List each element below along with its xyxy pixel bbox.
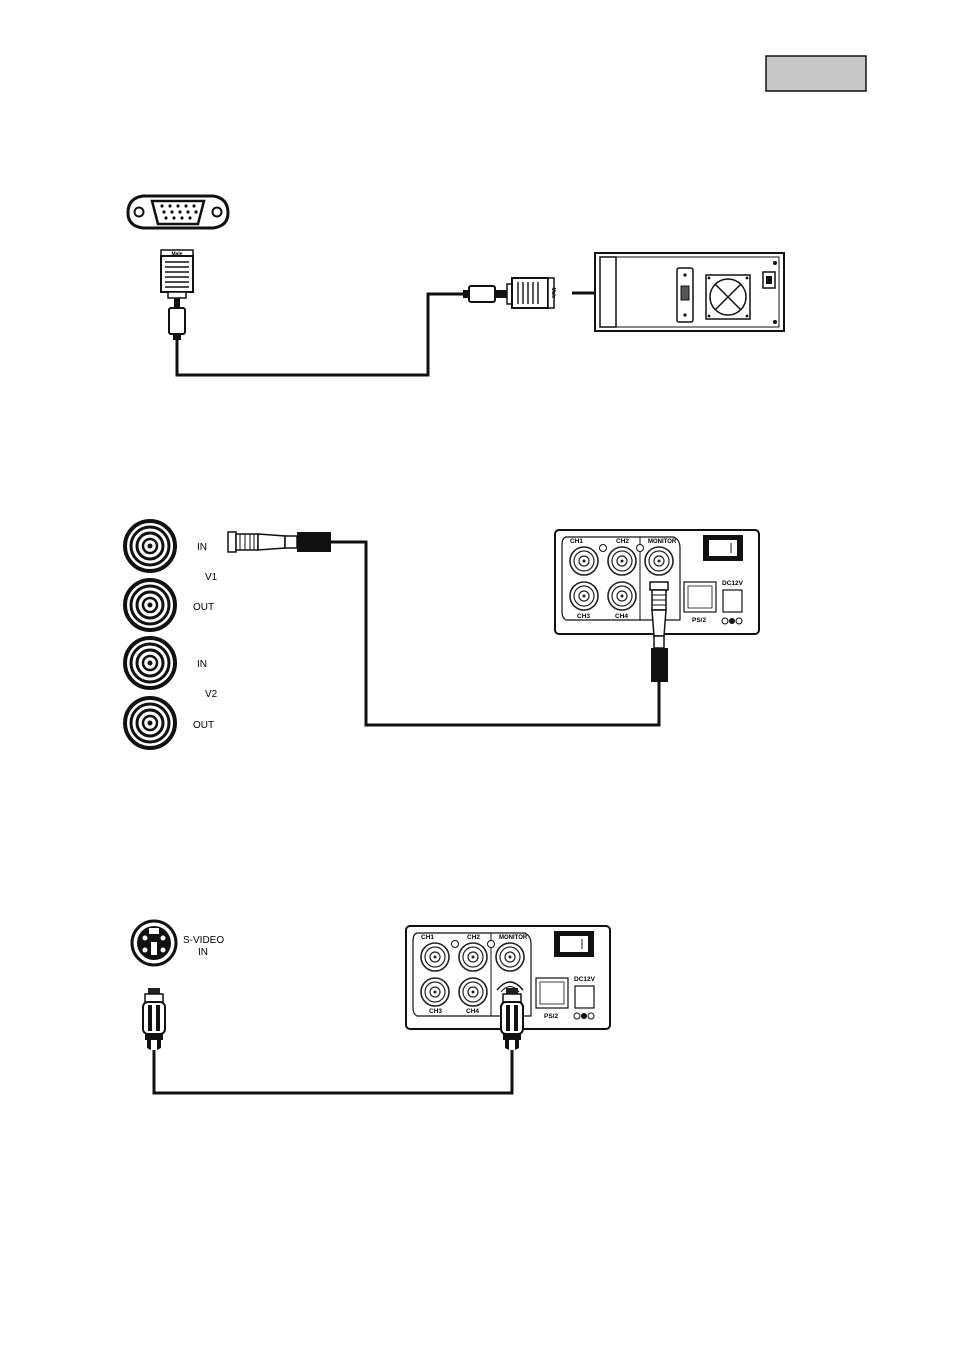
dvr2-label-monitor: MONITOR [499,935,528,941]
power-switch-icon [703,535,743,561]
svideo-label-in: IN [198,947,208,958]
page-tab [766,56,866,91]
dvr-label-ch4: CH4 [615,613,628,620]
dvr-label-monitor: MONITOR [648,539,677,545]
svideo-port-icon [132,921,176,965]
monitor-bnc-ports: IN V1 OUT IN V2 OUT [125,521,218,748]
fan-icon [706,275,750,319]
group-label-v2: V2 [205,689,218,700]
dvr2-label-ch3: CH3 [429,1008,442,1015]
vga-cable [177,294,463,375]
svideo-section: S-VIDEO IN CH1 CH2 CH3 CH4 MONITOR [132,921,610,1093]
vga-plug-left-icon: Male [161,250,193,340]
bnc-port-v2-out-icon [125,698,175,748]
port-label-v2-in: IN [197,659,207,670]
bnc-plug-left-icon [228,532,331,552]
bnc-port-v1-in-icon [125,521,175,571]
bnc-port-v2-in-icon [125,638,175,688]
dvr2-label-dc: DC12V [574,976,596,983]
vga-port-icon [128,196,228,228]
dvr-label-dc: DC12V [722,580,744,587]
monitor-rear-panel [595,253,784,331]
polarity-symbol-2-icon [574,1013,594,1019]
power-switch-2-icon [554,931,594,957]
svideo-plug-right-icon [501,988,523,1050]
dvr2-label-ch4: CH4 [466,1008,479,1015]
dvr-label-ps2: PS/2 [692,617,706,624]
group-label-v1: V1 [205,572,218,583]
dvr2-label-ch1: CH1 [421,934,434,941]
dvr-label-ch3: CH3 [577,613,590,620]
polarity-symbol-icon [722,618,742,624]
port-label-v2-out: OUT [193,720,214,731]
dvr-label-ch2: CH2 [616,538,629,545]
svideo-plug-left-icon [143,988,165,1050]
port-label-v1-in: IN [197,542,207,553]
bnc-port-v1-out-icon [125,580,175,630]
vga-section: Male Mal [128,196,784,375]
bnc-section: IN V1 OUT IN V2 OUT [125,521,759,748]
port-label-v1-out: OUT [193,602,214,613]
dvr2-label-ch2: CH2 [467,934,480,941]
svideo-label: S-VIDEO [183,935,224,946]
dvr2-label-ps2: PS/2 [544,1013,558,1020]
dvr-label-ch1: CH1 [570,538,583,545]
svideo-cable [154,1050,512,1093]
vga-plug-right-icon: Male [463,278,556,308]
vga-plug-right-label: Male [550,287,556,298]
power-socket-icon [763,272,775,288]
